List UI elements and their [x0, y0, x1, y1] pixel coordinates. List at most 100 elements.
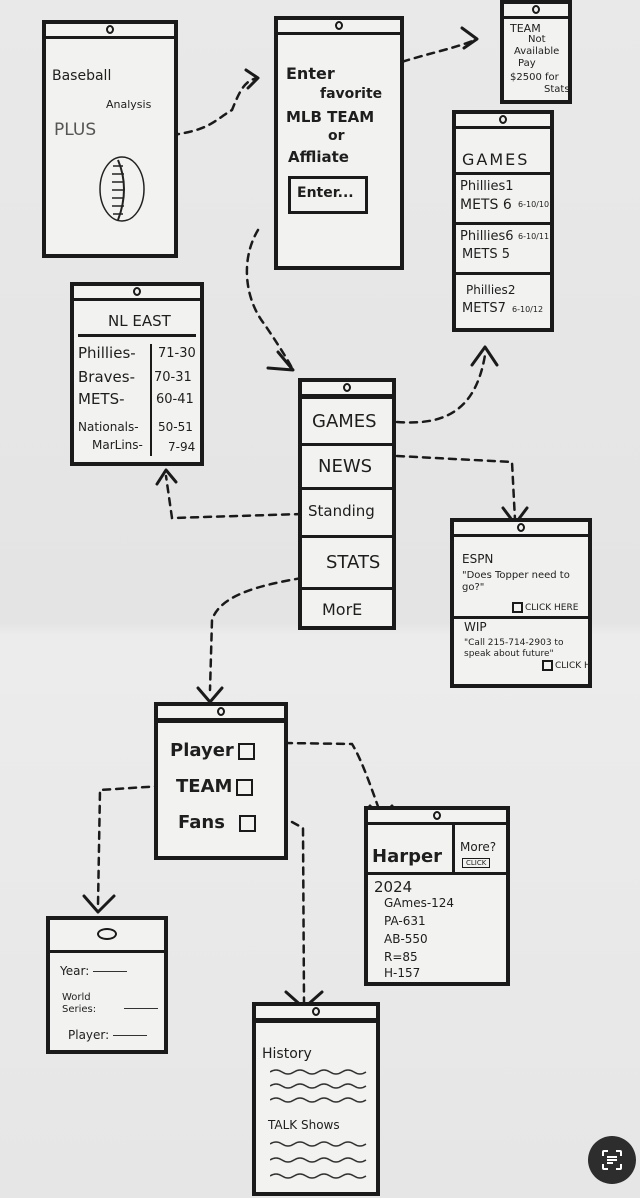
field-player[interactable]: Player:: [68, 1028, 148, 1042]
camera-dot-icon: [517, 523, 525, 532]
season-year: 2024: [374, 878, 413, 896]
scribble-line: [270, 1141, 367, 1147]
camera-dot-icon: [133, 287, 141, 296]
unavailable-line5: $2500 for: [510, 72, 559, 83]
home-screen[interactable]: Baseball Analysis PLUS: [42, 20, 178, 258]
search-form-screen[interactable]: Year: World Series: Player:: [46, 916, 168, 1054]
menu-label: MorE: [322, 600, 363, 619]
prompt-line5: Affliate: [288, 148, 349, 166]
menu-item-news[interactable]: NEWS: [302, 443, 392, 487]
game-team1: Phillies1: [460, 179, 514, 194]
menu-label: Standing: [308, 502, 375, 520]
bracket-line: [150, 344, 152, 456]
prompt-line1: Enter: [286, 64, 335, 83]
camera-dot-icon: [106, 25, 114, 34]
camera-dot-icon: [97, 928, 117, 940]
news-link-label: CLICK H: [555, 661, 591, 671]
history-heading: History: [262, 1046, 312, 1062]
stats-option-fans[interactable]: Fans: [178, 812, 256, 833]
enter-button-label: Enter...: [297, 185, 354, 201]
player-card-screen: Harper More? CLICK 2024 GAmes-124 PA-631…: [364, 806, 510, 986]
status-bar: [50, 920, 164, 953]
app-title-line1: Baseball: [52, 68, 112, 84]
field-year[interactable]: Year:: [60, 964, 128, 978]
player-name: Harper: [372, 846, 443, 867]
news-link[interactable]: CLICK HERE: [512, 602, 578, 613]
team-unavailable-screen: TEAM Not Available Pay $2500 for Stats: [500, 0, 572, 104]
divider: [454, 616, 588, 619]
divider: [78, 334, 196, 337]
unavailable-line2: Not: [528, 34, 546, 45]
menu-label: NEWS: [318, 456, 373, 477]
checkbox[interactable]: [238, 814, 256, 832]
status-bar: [256, 1006, 376, 1021]
game-row[interactable]: Phillies6 METS 5 6-10/11: [456, 222, 550, 272]
stat-line: AB-550: [384, 932, 428, 946]
news-source: WIP: [464, 620, 487, 634]
scribble-line: [270, 1069, 367, 1075]
camera-dot-icon: [499, 115, 507, 124]
menu-item-games[interactable]: GAMES: [302, 399, 392, 443]
status-bar: [278, 20, 400, 35]
stats-menu-screen[interactable]: Player TEAM Fans: [154, 702, 288, 860]
news-screen: ESPN "Does Topper need to go?" CLICK HER…: [450, 518, 592, 688]
scan-text-icon: [602, 1150, 622, 1170]
standing-team: Braves-: [78, 368, 135, 386]
game-date: 6-10/11: [518, 232, 550, 241]
status-bar: [74, 286, 200, 301]
field-label: World Series:: [62, 992, 97, 1015]
news-source: ESPN: [462, 552, 494, 566]
standing-record: 50-51: [158, 420, 193, 434]
year-input[interactable]: [93, 971, 128, 972]
camera-dot-icon: [312, 1007, 320, 1016]
checkbox[interactable]: [237, 742, 255, 760]
app-title-line2: Analysis: [106, 98, 152, 111]
game-team2: METS7: [462, 301, 506, 316]
game-row[interactable]: Phillies1 METS 6 6-10/10: [456, 172, 550, 222]
menu-item-more[interactable]: MorE: [302, 587, 392, 630]
player-input[interactable]: [113, 1035, 148, 1036]
news-headline: "Does Topper need to go?": [462, 570, 570, 593]
game-row[interactable]: Phillies2 METS7 6-10/12: [456, 272, 550, 328]
scribble-line: [270, 1157, 367, 1163]
unavailable-line6: Stats: [544, 84, 570, 95]
status-bar: [456, 114, 550, 129]
standing-record: 7-94: [168, 440, 196, 454]
option-label: Player: [170, 740, 234, 761]
news-headline: "Call 215-714-2903 to speak about future…: [464, 638, 564, 659]
status-bar: [368, 810, 506, 825]
standings-screen: NL EAST Phillies- 71-30 Braves- 70-31 ME…: [70, 282, 204, 466]
enter-team-screen[interactable]: Enter favorite MLB TEAM or Affliate Ente…: [274, 16, 404, 270]
menu-item-stats[interactable]: STATS: [302, 535, 392, 587]
main-menu-screen[interactable]: GAMES NEWS Standing STATS MorE: [298, 378, 396, 630]
game-team2: METS 5: [462, 247, 511, 262]
menu-item-standing[interactable]: Standing: [302, 487, 392, 535]
scribble-line: [270, 1173, 367, 1179]
enter-button[interactable]: Enter...: [288, 176, 368, 214]
prompt-line4: or: [328, 128, 345, 144]
unavailable-line4: Pay: [518, 58, 536, 69]
camera-dot-icon: [217, 707, 225, 716]
world-series-input[interactable]: [124, 1008, 158, 1009]
field-world-series[interactable]: World Series:: [62, 992, 120, 1016]
menu-label: STATS: [326, 552, 381, 573]
checkbox[interactable]: [236, 778, 254, 796]
stat-line: PA-631: [384, 914, 426, 928]
game-team2: METS 6: [460, 197, 512, 213]
stats-option-player[interactable]: Player: [170, 740, 255, 761]
standing-team: Phillies-: [78, 344, 136, 362]
game-team1: Phillies6: [460, 229, 514, 244]
camera-dot-icon: [335, 21, 343, 30]
status-bar: [158, 706, 284, 721]
games-header: GAMES: [462, 150, 530, 169]
news-link[interactable]: CLICK H: [542, 660, 591, 671]
stats-option-team[interactable]: TEAM: [176, 776, 254, 797]
talk-shows-heading: TALK Shows: [268, 1118, 340, 1132]
camera-dot-icon: [433, 811, 441, 820]
field-label: Player:: [68, 1028, 110, 1042]
scan-text-button[interactable]: [588, 1136, 636, 1184]
game-date: 6-10/10: [518, 200, 550, 209]
more-click-button[interactable]: CLICK: [462, 858, 491, 868]
status-bar: [454, 522, 588, 537]
status-bar: [46, 24, 174, 39]
